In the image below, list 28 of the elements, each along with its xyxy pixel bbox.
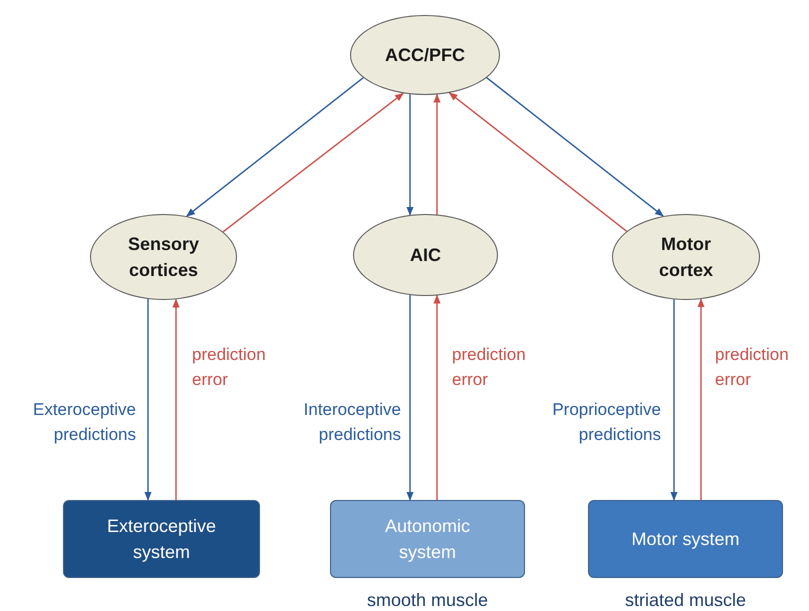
arrow: [172, 298, 180, 500]
edge-label: prediction error: [452, 344, 527, 391]
node-label: striated muscle: [624, 589, 748, 611]
node-label: Autonomic system: [384, 515, 472, 564]
arrow: [433, 294, 441, 500]
node-label: Exteroceptive system: [106, 515, 218, 564]
arrow: [433, 94, 441, 214]
arrow: [697, 298, 705, 500]
arrow: [486, 77, 664, 217]
node-label: ACC/PFC: [384, 44, 466, 67]
node-label: AIC: [409, 244, 442, 267]
arrow: [222, 92, 404, 232]
node-label: Sensory cortices: [126, 233, 200, 282]
edge-label: prediction error: [715, 344, 790, 391]
node-label: Motor system: [630, 528, 741, 551]
arrow: [144, 299, 152, 501]
edge-label: prediction error: [192, 344, 267, 391]
arrow: [406, 295, 414, 501]
edge-label: Proprioceptive predictions: [551, 399, 661, 446]
arrow: [670, 299, 678, 501]
node-label: Motor cortex: [658, 233, 714, 282]
arrow: [186, 77, 364, 217]
arrow: [448, 92, 628, 232]
node-label: smooth muscle: [366, 589, 490, 611]
arrow: [406, 94, 414, 216]
edge-label: Interoceptive predictions: [302, 399, 401, 446]
edge-label: Exteroceptive predictions: [32, 399, 136, 446]
system-box: [63, 500, 260, 578]
